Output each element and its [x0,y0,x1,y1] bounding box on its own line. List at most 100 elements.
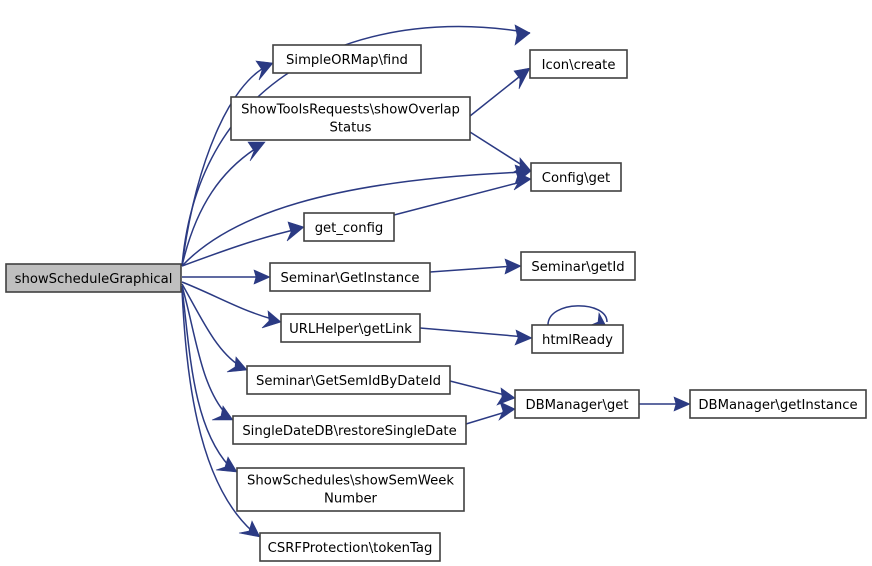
node-rect[interactable] [530,162,622,192]
node-getsemidbydate[interactable]: Seminar\GetSemIdByDateId [246,365,451,395]
node-htmlready[interactable]: htmlReady [531,324,624,354]
node-rect[interactable] [689,389,867,419]
arrowhead-icon [514,329,533,346]
node-label: get_config [315,221,384,236]
node-restoredate[interactable]: SingleDateDB\restoreSingleDate [232,415,467,445]
edge-root-to-getsemidbydate [181,283,248,373]
node-rect[interactable] [529,49,628,79]
node-rect[interactable] [280,313,421,343]
edge-line [181,285,227,415]
node-label: SingleDateDB\restoreSingleDate [242,424,456,439]
edge-dbmanagerget-to-dbmanagerinst [639,396,691,412]
node-label-line1: ShowSchedules\showSemWeek [247,474,454,489]
node-label: CSRFProtection\tokenTag [268,541,433,556]
arrowhead-icon [673,396,691,412]
node-label: URLHelper\getLink [289,322,412,337]
arrowhead-icon [255,60,274,81]
edge-line [393,180,526,216]
edge-line [419,327,527,338]
node-simpleormapfind[interactable]: SimpleORMap\find [272,44,422,74]
node-rect[interactable] [246,365,451,395]
edge-root-to-urlhelperlink [181,281,282,329]
node-label: SimpleORMap\find [286,53,408,68]
edge-line [181,287,230,467]
node-label: DBManager\getInstance [698,398,857,413]
edge-showoverlap-to-iconcreate [469,67,531,117]
edge-line [469,72,525,117]
node-rect[interactable] [272,44,422,74]
edge-line [469,131,526,168]
node-seminargetinst[interactable]: Seminar\GetInstance [269,262,431,292]
edge-line [181,65,268,267]
arrowhead-icon [498,401,516,421]
arrowhead-icon [253,269,271,285]
node-label: Seminar\getId [531,260,624,275]
node-label: DBManager\get [525,398,628,413]
node-rect[interactable] [5,263,182,293]
arrowhead-icon [238,520,261,538]
edge-root-to-showsemweek [181,287,238,473]
node-rect[interactable] [520,251,636,281]
node-csrftokentag[interactable]: CSRFProtection\tokenTag [259,532,441,562]
edge-getconfig-to-configget [393,171,532,216]
arrowhead-icon [247,141,266,162]
node-rect[interactable] [514,389,640,419]
edge-root-to-simpleormapfind [181,60,274,267]
arrowhead-icon [211,405,234,421]
edge-root-to-csrftokentag [181,289,261,538]
arrowhead-icon [286,221,305,242]
edge-line [181,283,241,367]
node-getconfig[interactable]: get_config [303,212,395,242]
edge-getsemidbydate-to-dbmanagerget [449,380,516,406]
edge-line [449,380,510,397]
edge-line [429,265,516,273]
node-label: showScheduleGraphical [15,272,173,287]
edge-line [181,171,526,267]
node-label: Icon\create [542,58,616,73]
node-configget[interactable]: Config\get [530,162,622,192]
node-rect[interactable] [230,96,471,141]
node-rect[interactable] [232,415,467,445]
edges-layer [181,24,691,538]
edge-root-to-seminargetinst [182,269,271,285]
node-rect[interactable] [259,532,441,562]
arrowhead-icon [514,24,531,46]
edge-urlhelperlink-to-htmlready [419,327,533,346]
node-label: Seminar\GetSemIdByDateId [256,374,441,389]
arrowhead-icon [215,456,238,473]
node-label: Config\get [542,171,610,186]
node-label-line2: Status [329,121,371,136]
arrowhead-icon [226,356,248,373]
edge-seminargetinst-to-seminargetid [429,258,522,275]
edge-root-to-showoverlap [181,141,266,267]
node-root[interactable]: showScheduleGraphical [5,263,182,293]
node-seminargetid[interactable]: Seminar\getId [520,251,636,281]
arrowhead-icon [513,67,531,90]
edge-line [181,146,259,267]
nodes-layer: showScheduleGraphical SimpleORMap\find Ico… [5,44,867,562]
node-dbmanagerget[interactable]: DBManager\get [514,389,640,419]
arrowhead-icon [513,171,532,191]
edge-showoverlap-to-configget [469,131,532,174]
arrowhead-icon [511,157,532,174]
node-rect[interactable] [531,324,624,354]
arrowhead-icon [496,387,516,406]
node-urlhelperlink[interactable]: URLHelper\getLink [280,313,421,343]
edge-line [181,228,299,267]
edge-line [181,289,253,532]
node-iconcreate[interactable]: Icon\create [529,49,628,79]
edge-root-to-getconfig [181,221,305,267]
node-rect[interactable] [269,262,431,292]
edge-line [547,305,608,326]
node-label: Seminar\GetInstance [281,271,420,286]
node-label: htmlReady [542,333,613,348]
node-rect[interactable] [303,212,395,242]
node-label-line2: Number [324,492,378,507]
node-dbmanagerinst[interactable]: DBManager\getInstance [689,389,867,419]
node-rect[interactable] [236,467,465,512]
arrowhead-icon [504,258,522,275]
